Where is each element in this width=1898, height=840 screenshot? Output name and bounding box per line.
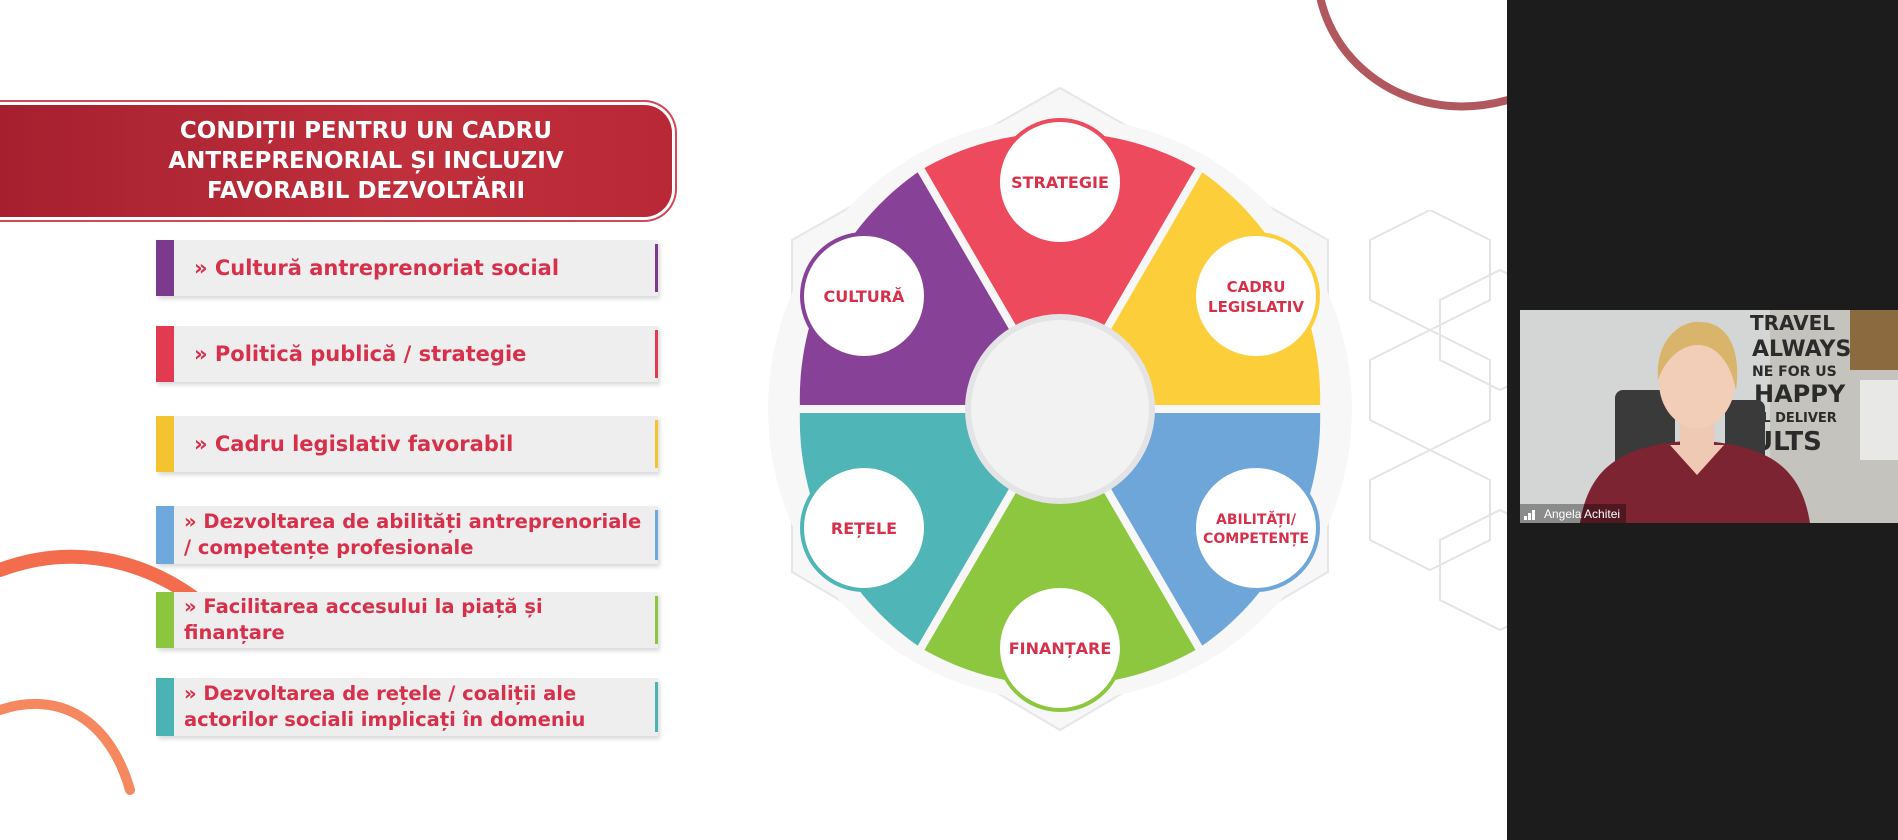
segment-finantare bbox=[921, 409, 1199, 686]
svg-text:STRATEGIE: STRATEGIE bbox=[1011, 173, 1109, 192]
title-banner: CONDIȚII PENTRU UN CADRU ANTREPRENORIAL … bbox=[0, 105, 672, 217]
list-item: » Politică publică / strategie bbox=[156, 326, 658, 382]
svg-text:TRAVEL: TRAVEL bbox=[1750, 311, 1835, 335]
svg-text:REȚELE: REȚELE bbox=[831, 519, 897, 538]
wheel-label-finantare: FINANȚARE bbox=[996, 584, 1124, 712]
item-color-bar bbox=[156, 416, 174, 472]
item-edge bbox=[655, 682, 658, 732]
wheel-center-hub bbox=[965, 314, 1155, 504]
item-edge bbox=[655, 510, 658, 560]
wheel-label-retele: REȚELE bbox=[800, 464, 928, 592]
list-item: » Facilitarea accesului la piață și fina… bbox=[156, 592, 658, 648]
conditions-wheel-diagram: STRATEGIE CADRU LEGISLATIV ABILITĂȚI/ CO… bbox=[768, 87, 1352, 731]
list-item: » Dezvoltarea de abilități antreprenoria… bbox=[156, 506, 658, 564]
decorative-hexagon-pattern bbox=[1369, 210, 1507, 632]
decorative-arc-left bbox=[0, 549, 247, 795]
svg-text:COMPETENȚE: COMPETENȚE bbox=[1203, 531, 1309, 547]
svg-text:LEGISLATIV: LEGISLATIV bbox=[1208, 298, 1304, 316]
item-edge bbox=[655, 596, 658, 644]
list-item: » Cultură antreprenoriat social bbox=[156, 240, 658, 296]
item-edge bbox=[655, 330, 658, 378]
list-item-label: » Cultură antreprenoriat social bbox=[194, 255, 560, 280]
list-item: » Dezvoltarea de rețele / coaliții ale a… bbox=[156, 678, 658, 736]
slide-title: CONDIȚII PENTRU UN CADRU ANTREPRENORIAL … bbox=[168, 118, 564, 204]
svg-text:ABILITĂȚI/: ABILITĂȚI/ bbox=[1216, 510, 1297, 528]
item-color-bar bbox=[156, 240, 174, 296]
list-item-label: » Facilitarea accesului la piață și fina… bbox=[184, 595, 543, 644]
svg-text:CADRU: CADRU bbox=[1227, 278, 1286, 296]
list-item-label: » Dezvoltarea de rețele / coaliții ale a… bbox=[184, 682, 586, 731]
item-color-bar bbox=[156, 506, 174, 564]
svg-text:HAPPY: HAPPY bbox=[1754, 380, 1846, 408]
list-item-label: » Dezvoltarea de abilități antreprenoria… bbox=[184, 510, 642, 559]
wheel-label-abilitati: ABILITĂȚI/ COMPETENȚE bbox=[1192, 464, 1320, 592]
item-color-bar bbox=[156, 678, 174, 736]
participant-video-feed: TRAVEL ALWAYS NE FOR US HAPPY 'LL DELIVE… bbox=[1520, 310, 1898, 523]
item-color-bar bbox=[156, 326, 174, 382]
item-color-bar bbox=[156, 592, 174, 648]
svg-text:FINANȚARE: FINANȚARE bbox=[1009, 639, 1112, 658]
svg-text:ALWAYS: ALWAYS bbox=[1752, 337, 1851, 362]
participant-name: Angela Achitei bbox=[1544, 506, 1621, 521]
item-edge bbox=[655, 420, 658, 468]
list-item: » Cadru legislativ favorabil bbox=[156, 416, 658, 472]
presentation-slide: CONDIȚII PENTRU UN CADRU ANTREPRENORIAL … bbox=[0, 0, 1507, 795]
svg-text:CULTURĂ: CULTURĂ bbox=[824, 287, 906, 306]
item-edge bbox=[655, 244, 658, 292]
segment-strategie bbox=[921, 132, 1199, 409]
svg-text:'LL DELIVER: 'LL DELIVER bbox=[1750, 411, 1837, 426]
wheel-label-cultura: CULTURĂ bbox=[800, 232, 928, 360]
participant-video-tile[interactable]: TRAVEL ALWAYS NE FOR US HAPPY 'LL DELIVE… bbox=[1520, 310, 1898, 523]
list-item-label: » Cadru legislativ favorabil bbox=[194, 431, 514, 456]
wheel-label-cadru-legislativ: CADRU LEGISLATIV bbox=[1192, 232, 1320, 360]
wheel-label-strategie: STRATEGIE bbox=[996, 118, 1124, 246]
list-item-label: » Politică publică / strategie bbox=[194, 341, 527, 366]
participant-name-tag: Angela Achitei bbox=[1520, 504, 1627, 523]
signal-strength-icon bbox=[1524, 509, 1535, 520]
svg-text:NE FOR US: NE FOR US bbox=[1752, 364, 1837, 380]
